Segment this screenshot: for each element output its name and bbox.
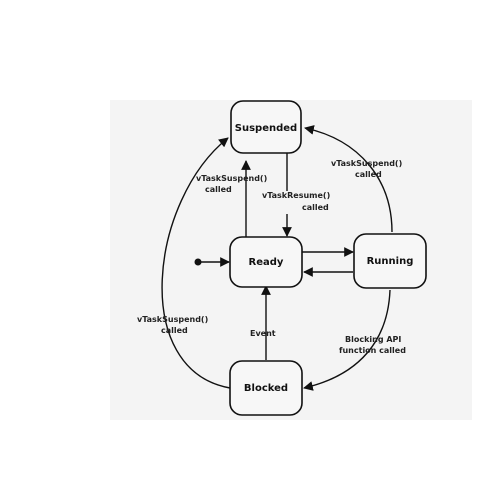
- label-suspended-to-ready-line2: called: [302, 203, 329, 212]
- edge-blocked-to-suspended: [161, 137, 231, 389]
- label-running-to-blocked: Blocking API function called: [339, 335, 406, 355]
- label-ready-to-suspended-line1: vTaskSuspend(): [196, 174, 267, 183]
- state-ready-label: Ready: [249, 257, 284, 268]
- label-suspended-to-ready-line1: vTaskResume(): [262, 191, 330, 200]
- label-ready-to-suspended: vTaskSuspend() called: [196, 174, 267, 194]
- label-blocked-to-suspended-line2: called: [161, 326, 188, 335]
- state-running: Running: [353, 233, 427, 289]
- state-running-label: Running: [367, 256, 414, 267]
- state-blocked: Blocked: [229, 360, 303, 416]
- label-blocked-to-suspended-line1: vTaskSuspend(): [137, 315, 208, 324]
- state-ready: Ready: [229, 236, 303, 288]
- label-blocked-to-suspended: vTaskSuspend() called: [137, 315, 208, 335]
- label-running-to-blocked-line1: Blocking API: [345, 335, 401, 344]
- state-suspended-label: Suspended: [235, 123, 297, 134]
- label-running-to-blocked-line2: function called: [339, 346, 406, 355]
- initial-state-dot: [194, 258, 202, 266]
- edge-running-to-suspended: [304, 125, 393, 233]
- label-blocked-to-ready: Event: [250, 329, 276, 338]
- state-suspended: Suspended: [230, 100, 302, 154]
- label-ready-to-suspended-line2: called: [205, 185, 232, 194]
- edge-running-to-blocked: [303, 289, 391, 391]
- label-running-to-suspended: vTaskSuspend() called: [331, 159, 402, 179]
- label-running-to-suspended-line1: vTaskSuspend(): [331, 159, 402, 168]
- label-suspended-to-ready: vTaskResume() called: [262, 191, 330, 212]
- label-blocked-to-ready-line1: Event: [250, 329, 276, 338]
- label-running-to-suspended-line2: called: [355, 170, 382, 179]
- state-blocked-label: Blocked: [244, 383, 288, 394]
